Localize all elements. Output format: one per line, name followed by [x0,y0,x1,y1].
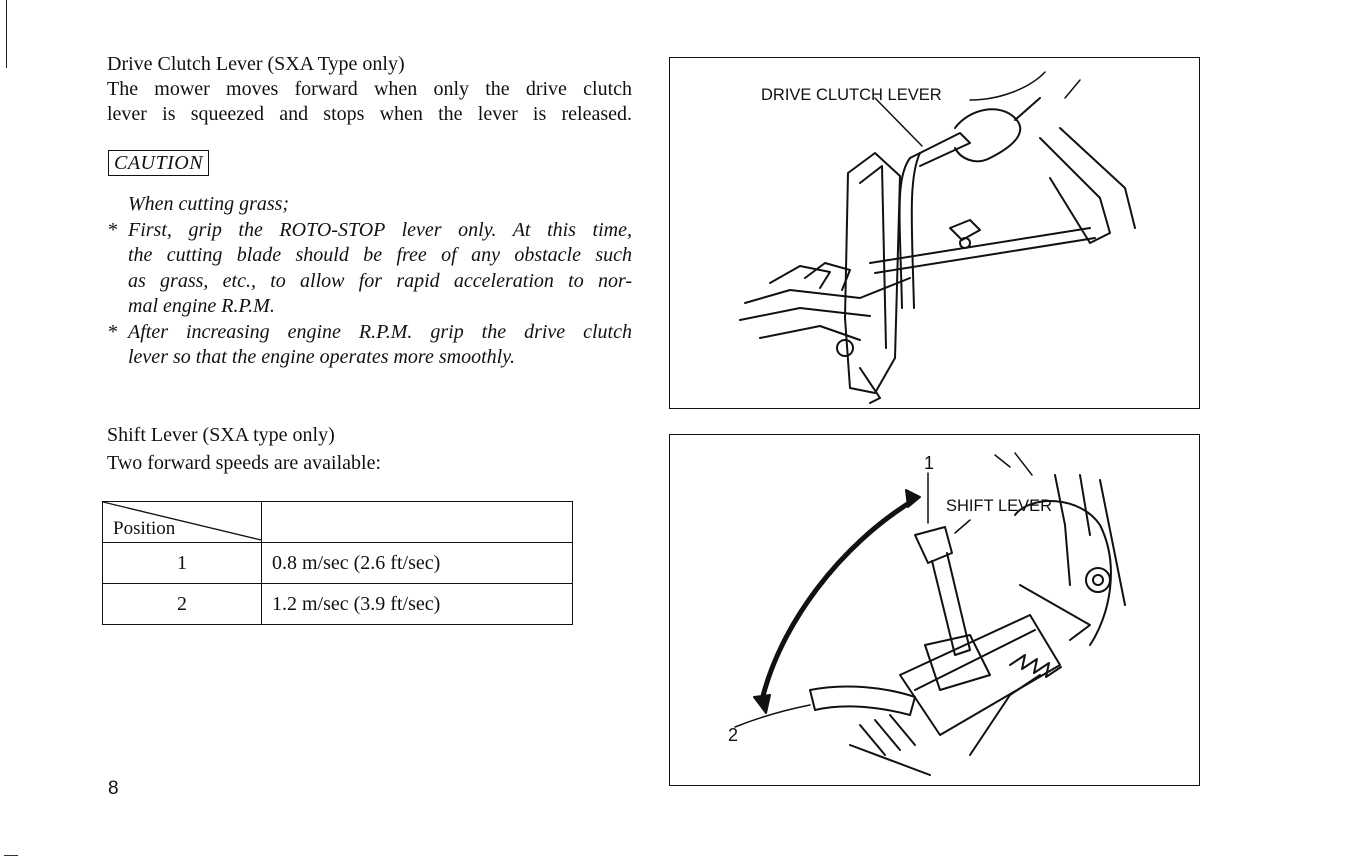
bullet1-line: mal engine R.P.M. [128,295,275,317]
drive-clutch-line2: lever is squeezed and stops when the lev… [107,103,632,125]
shift-heading: Shift Lever (SXA type only) [107,424,335,446]
table-row: 1 0.8 m/sec (2.6 ft/sec) [102,542,573,584]
shift-subtitle: Two forward speeds are available: [107,452,382,474]
page-bottom-mark [4,855,18,856]
drive-clutch-heading: Drive Clutch Lever (SXA Type only) [107,53,405,75]
page-edge-mark [6,0,7,68]
drive-clutch-lever-label: DRIVE CLUTCH LEVER [761,86,942,104]
shift-lever-illustration [734,452,1126,776]
caution-bullet-1: * First, grip the ROTO-STOP lever only. … [108,218,632,320]
drive-clutch-line1: The mower moves forward when only the dr… [107,78,632,100]
table-header-row: Position [102,501,573,543]
caution-intro: When cutting grass; [128,193,290,215]
caution-bullet-2: * After increasing engine R.P.M. grip th… [108,320,632,371]
caution-body: When cutting grass; * First, grip the RO… [108,192,632,371]
shift-section: Shift Lever (SXA type only) Two forward … [107,421,381,477]
speed-table: Position 1 0.8 m/sec (2.6 ft/sec) 2 1.2 … [102,501,573,625]
callout-2-label: 2 [728,725,739,745]
bullet1-line: as grass, etc., to allow for rapid accel… [128,269,632,292]
bullet1-line: First, grip the ROTO-STOP lever only. At… [128,218,632,241]
bullet-star-icon: * [108,320,118,343]
drive-clutch-figure: DRIVE CLUTCH LEVER [669,57,1200,409]
speed-cell: 1.2 m/sec (3.9 ft/sec) [261,583,573,625]
header-speed-cell [261,501,573,543]
bullet-star-icon: * [108,218,118,241]
shift-lever-label: SHIFT LEVER [946,497,1053,515]
diagonal-divider-icon [103,502,261,541]
position-cell: 2 [102,583,262,625]
drive-clutch-section: Drive Clutch Lever (SXA Type only) The m… [107,52,632,127]
drive-clutch-illustration [739,71,1136,404]
bullet1-line: the cutting blade should be free of any … [128,244,632,266]
speed-cell: 0.8 m/sec (2.6 ft/sec) [261,542,573,584]
page-number: 8 [108,778,119,799]
caution-label: CAUTION [108,150,210,176]
table-row: 2 1.2 m/sec (3.9 ft/sec) [102,583,573,625]
header-position-cell: Position [102,501,262,543]
position-cell: 1 [102,542,262,584]
shift-lever-figure: 1 SHIFT LEVER 2 [669,434,1200,786]
bullet2-line: After increasing engine R.P.M. grip the … [128,320,632,343]
bullet2-line: lever so that the engine operates more s… [128,346,515,368]
callout-1-label: 1 [924,453,935,473]
header-position-label: Position [113,518,176,539]
